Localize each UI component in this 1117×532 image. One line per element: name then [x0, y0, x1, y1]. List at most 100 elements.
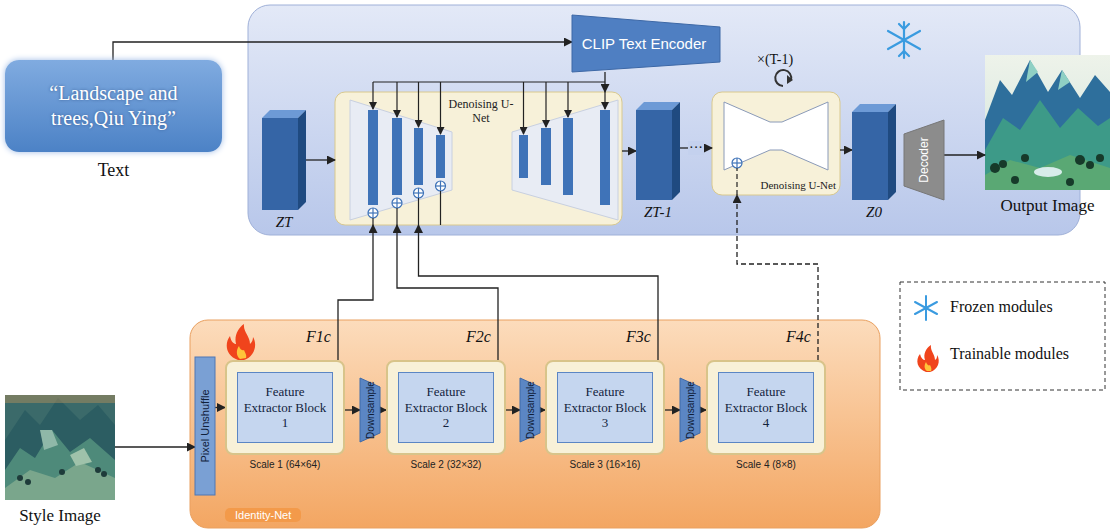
style-painting [5, 398, 115, 500]
output-painting [999, 160, 1007, 168]
output-painting [1075, 155, 1085, 165]
text-condition-bus [545, 82, 546, 127]
cube-front [636, 110, 672, 200]
unet-box [372, 208, 373, 218]
text-condition-bus [523, 82, 524, 134]
unet-box [440, 181, 441, 191]
style-painting [40, 430, 58, 450]
text-condition-bus [372, 82, 373, 109]
style-painting [5, 430, 115, 500]
connector-arrow [944, 154, 985, 155]
feature-symbol: F2c [466, 328, 491, 346]
scale-label: Scale 4 (8×8) [698, 459, 834, 470]
output-painting [1026, 60, 1038, 82]
output-painting [1086, 161, 1094, 169]
identity-panel [190, 320, 880, 528]
unet-box [512, 100, 618, 220]
extractor-block: Feature Extractor Block 1Scale 1 (64×64) [225, 360, 345, 455]
legend-box [917, 345, 938, 372]
connector-arrow [506, 409, 520, 410]
cube-side [298, 110, 306, 210]
unet-box [712, 92, 840, 195]
decoder-label: Decoder [917, 137, 931, 182]
unet-box [541, 128, 551, 185]
text-condition-bus [373, 82, 605, 134]
downsample: Downsample [360, 378, 380, 442]
connector-arrow [113, 42, 572, 60]
unet-box [335, 92, 622, 225]
frozen-icon [888, 22, 920, 58]
unet-box [418, 198, 419, 225]
connector-arrow [306, 159, 335, 160]
unet-box [736, 158, 737, 168]
output-painting [1021, 154, 1029, 162]
style-painting [5, 395, 115, 403]
block-label: Feature Extractor Block 3 [557, 372, 653, 443]
frozen-panel [248, 5, 1080, 235]
unet-label: Denoising U-Net [448, 98, 514, 126]
feature-symbol: F3c [626, 328, 651, 346]
pixel-unshuffle-label: Pixel Unshuffle [199, 389, 211, 462]
latent-cube-shape [636, 102, 680, 200]
scale-label: Scale 1 (64×64) [217, 459, 353, 470]
frozen-icon [904, 51, 909, 56]
legend-box [915, 302, 937, 314]
legend-text: Frozen modules [950, 298, 1053, 316]
frozen-icon [904, 24, 909, 29]
connector-arrow [345, 409, 360, 410]
feature-symbol: F1c [306, 328, 331, 346]
downsample-shape [680, 378, 700, 442]
legend-box [900, 282, 1105, 390]
text-condition-bus [396, 82, 397, 117]
decoder-block: Decoder [904, 120, 944, 200]
output-painting [985, 100, 1110, 190]
extractor-block: Feature Extractor Block 3Scale 3 (16×16) [545, 360, 665, 455]
loop-icon [787, 75, 793, 84]
latent-cube: ZT [262, 110, 306, 210]
connector-arrow [338, 225, 373, 360]
unet-box [396, 208, 397, 225]
connector-arrow [604, 72, 605, 92]
unet-box [600, 110, 610, 205]
trainable-icon [227, 324, 255, 360]
connector-arrow [215, 407, 225, 408]
cube-side [672, 102, 680, 200]
style-painting [5, 395, 115, 500]
decoder-shape [904, 120, 944, 200]
output-painting [985, 60, 1110, 190]
edge-label: ··· [688, 141, 704, 155]
downsample-label: Downsample [525, 381, 536, 439]
encoder-shape [572, 15, 720, 72]
text-condition-bus [567, 82, 568, 117]
style-image: Style Image [5, 395, 115, 500]
block-label: Feature Extractor Block 4 [718, 372, 814, 443]
output-painting [985, 55, 1110, 190]
output-painting [1034, 167, 1062, 177]
network-panel: Identity-NetPixel UnshuffleFeature Extra… [190, 320, 880, 528]
connector-arrow [397, 225, 498, 360]
style-painting [5, 395, 115, 500]
downsample-shape [520, 378, 540, 442]
latent-cube: ZT-1 [636, 102, 680, 200]
encoder-label: CLIP Text Encoder [578, 15, 710, 72]
legend-box [900, 282, 1105, 390]
unet-box: Denoising U-Net [335, 92, 622, 225]
downsample: Downsample [680, 378, 700, 442]
unet-box [724, 102, 828, 170]
output-painting [985, 55, 1110, 190]
connector-arrow [622, 150, 636, 151]
unet-box [368, 181, 446, 218]
scale-label: Scale 2 (32×32) [378, 459, 514, 470]
unet-box [392, 198, 402, 208]
text-condition-bus [440, 82, 441, 134]
caption-text: Text [5, 160, 222, 181]
unshuffle-shape [195, 357, 215, 495]
unet-box [712, 92, 840, 195]
encoder-block: CLIP Text Encoder [572, 15, 720, 72]
downsample-label: Downsample [365, 381, 376, 439]
style-painting [17, 467, 107, 485]
unet-box [414, 188, 424, 198]
connector-arrow [737, 195, 818, 360]
style-painting [17, 475, 23, 481]
